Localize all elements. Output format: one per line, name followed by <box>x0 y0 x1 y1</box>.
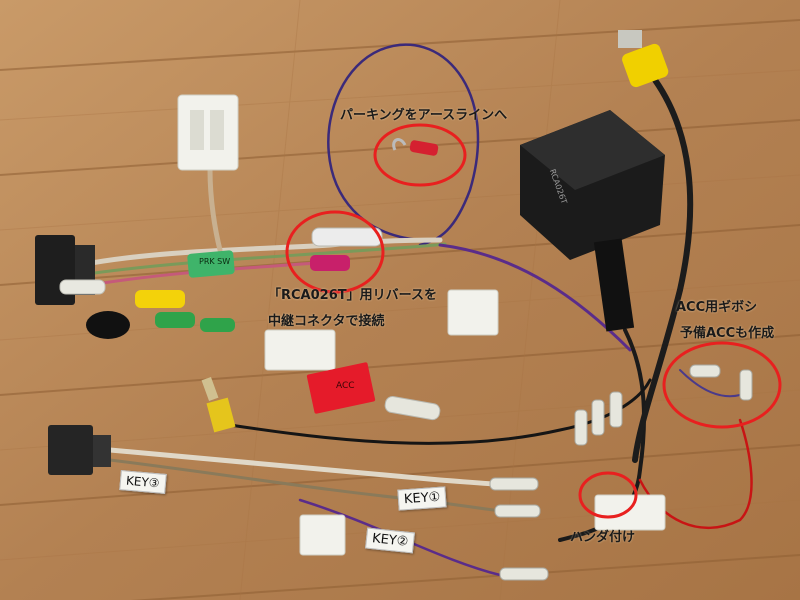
annotation-reverse-line2: 中継コネクタで接続 <box>268 314 385 329</box>
white-connector-middle <box>447 289 499 336</box>
black-connector-bottom <box>48 425 111 475</box>
reverse-relay-connector <box>310 227 383 271</box>
highlight-circle-solder <box>578 471 638 519</box>
annotation-solder: ハンダ付け <box>570 530 636 545</box>
colored-terminals <box>59 279 235 332</box>
annotation-acc-line2: 予備ACCも作成 <box>680 326 775 341</box>
highlight-circle-reverse <box>285 210 385 294</box>
acc-tag: ACC <box>336 381 355 391</box>
highlight-circle-parking <box>373 123 467 187</box>
small-fuse-tag <box>201 376 236 433</box>
annotation-acc-line1: ACC用ギボシ <box>676 300 758 315</box>
key3-tag: KEY③ <box>119 470 167 494</box>
rca-plug <box>618 30 669 88</box>
white-connector-top <box>177 94 239 171</box>
annotation-parking: パーキングをアースラインへ <box>340 108 508 123</box>
prk-sw-sleeve <box>187 250 235 278</box>
prk-sw-tag: PRK SW <box>199 257 231 266</box>
highlight-circle-acc <box>662 341 782 429</box>
key1-tag: KEY① <box>397 486 448 511</box>
ground-lug <box>392 138 439 156</box>
acc-area <box>264 329 441 421</box>
highlight-circles <box>285 123 782 519</box>
white-connector-bottom <box>299 494 666 556</box>
rca026t-module <box>520 110 665 332</box>
female-terminals <box>489 364 753 581</box>
annotation-reverse-line1: 「RCA026T」用リバースを <box>268 288 437 303</box>
